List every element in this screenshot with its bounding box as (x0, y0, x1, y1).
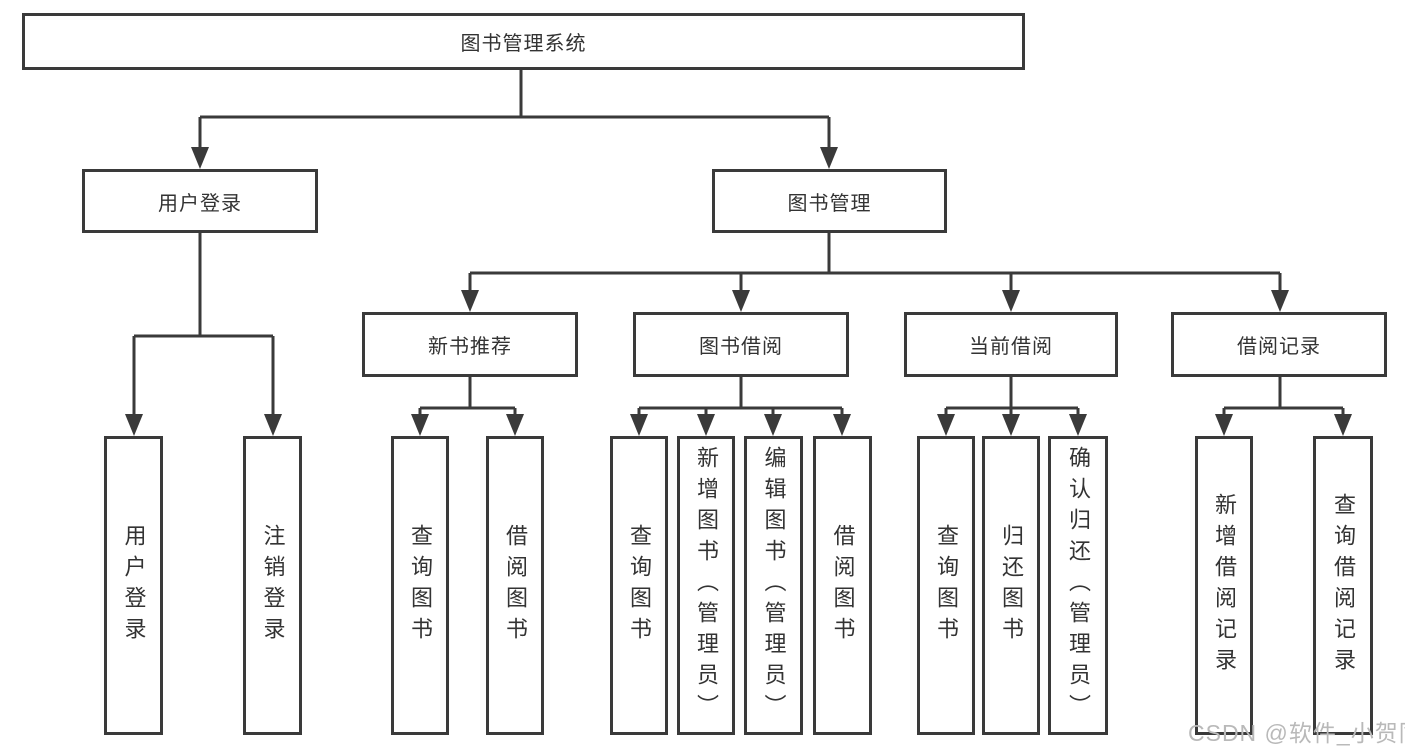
leaf-query-books-current: 查询图书 (917, 436, 975, 735)
leaf-return-books: 归还图书 (982, 436, 1040, 735)
node-library-management-system: 图书管理系统 (22, 13, 1025, 70)
leaf-borrow-books-recommend: 借阅图书 (486, 436, 544, 735)
node-new-book-recommendation: 新书推荐 (362, 312, 578, 377)
leaf-query-books-recommend: 查询图书 (391, 436, 449, 735)
node-current-borrowing: 当前借阅 (904, 312, 1118, 377)
leaf-borrow-books: 借阅图书 (813, 436, 872, 735)
node-borrowing-records: 借阅记录 (1171, 312, 1387, 377)
csdn-watermark: CSDN @软件_小贺同学 (1188, 720, 1405, 746)
leaf-user-login: 用户登录 (104, 436, 163, 735)
leaf-logout: 注销登录 (243, 436, 302, 735)
leaf-add-borrow-record: 新增借阅记录 (1195, 436, 1253, 735)
leaf-edit-book-admin: 编辑图书（管理员） (744, 436, 803, 735)
leaf-confirm-return-admin: 确认归还（管理员） (1048, 436, 1108, 735)
node-book-management: 图书管理 (712, 169, 947, 233)
leaf-query-books-borrow: 查询图书 (610, 436, 668, 735)
node-user-login: 用户登录 (82, 169, 318, 233)
node-book-borrowing: 图书借阅 (633, 312, 849, 377)
leaf-add-book-admin: 新增图书（管理员） (677, 436, 735, 735)
leaf-query-borrow-record: 查询借阅记录 (1313, 436, 1373, 735)
